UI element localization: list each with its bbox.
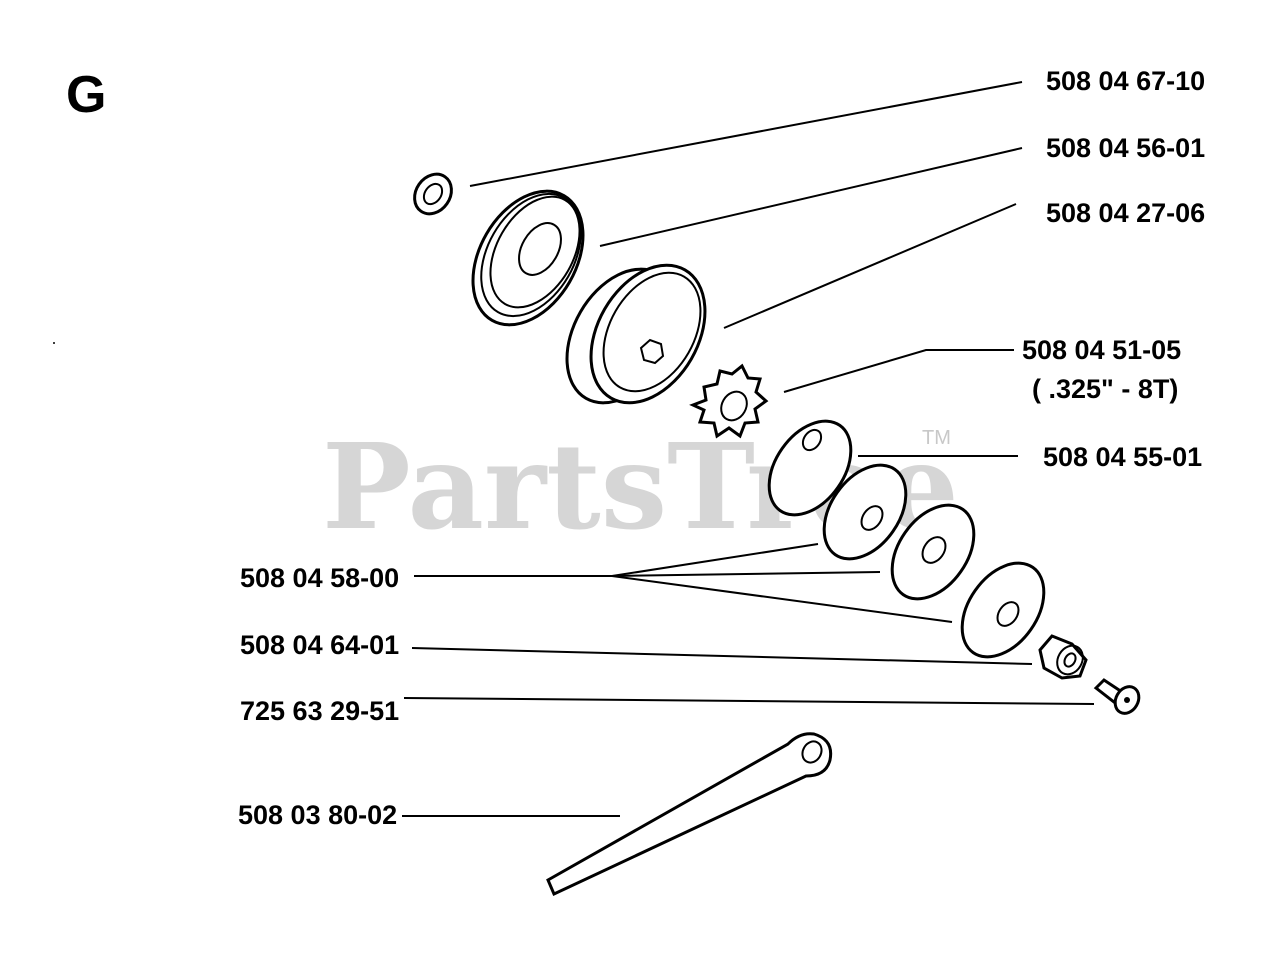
leader-line <box>469 81 1023 187</box>
leader-line <box>723 203 1017 329</box>
part-number-label[interactable]: 508 04 27-06 <box>1046 198 1205 228</box>
part-number-label[interactable]: 508 03 80-02 <box>238 800 397 830</box>
washer-a-part[interactable] <box>752 406 867 530</box>
wrench-part[interactable] <box>546 732 833 897</box>
leader-line <box>403 697 1095 705</box>
clutch-cover-part[interactable] <box>450 172 605 345</box>
clutch-drum-part[interactable] <box>544 245 728 423</box>
bearing-part[interactable] <box>1038 634 1088 680</box>
part-note-label: ( .325" - 8T) <box>1032 374 1178 404</box>
leader-line <box>783 349 1014 393</box>
watermark-trademark: TM <box>922 427 951 449</box>
part-number-label[interactable]: 508 04 64-01 <box>240 630 399 660</box>
part-number-label[interactable]: 508 04 51-05 <box>1022 335 1181 365</box>
leader-line <box>599 147 1023 247</box>
leader-line <box>411 647 1033 665</box>
washers-part[interactable] <box>807 450 1060 672</box>
section-letter: G <box>66 66 106 124</box>
small-washer-part[interactable] <box>407 167 459 221</box>
leader-line <box>611 543 819 577</box>
part-number-label[interactable]: 508 04 67-10 <box>1046 66 1205 96</box>
leader-line <box>611 571 881 577</box>
part-number-label[interactable]: 508 04 58-00 <box>240 563 399 593</box>
part-number-label[interactable]: 508 04 55-01 <box>1043 442 1202 472</box>
leader-line <box>611 575 953 623</box>
sprocket-part[interactable] <box>689 363 769 439</box>
part-number-label[interactable]: 508 04 56-01 <box>1046 133 1205 163</box>
part-number-label[interactable]: 725 63 29-51 <box>240 696 399 726</box>
screw-part[interactable] <box>1093 678 1144 718</box>
